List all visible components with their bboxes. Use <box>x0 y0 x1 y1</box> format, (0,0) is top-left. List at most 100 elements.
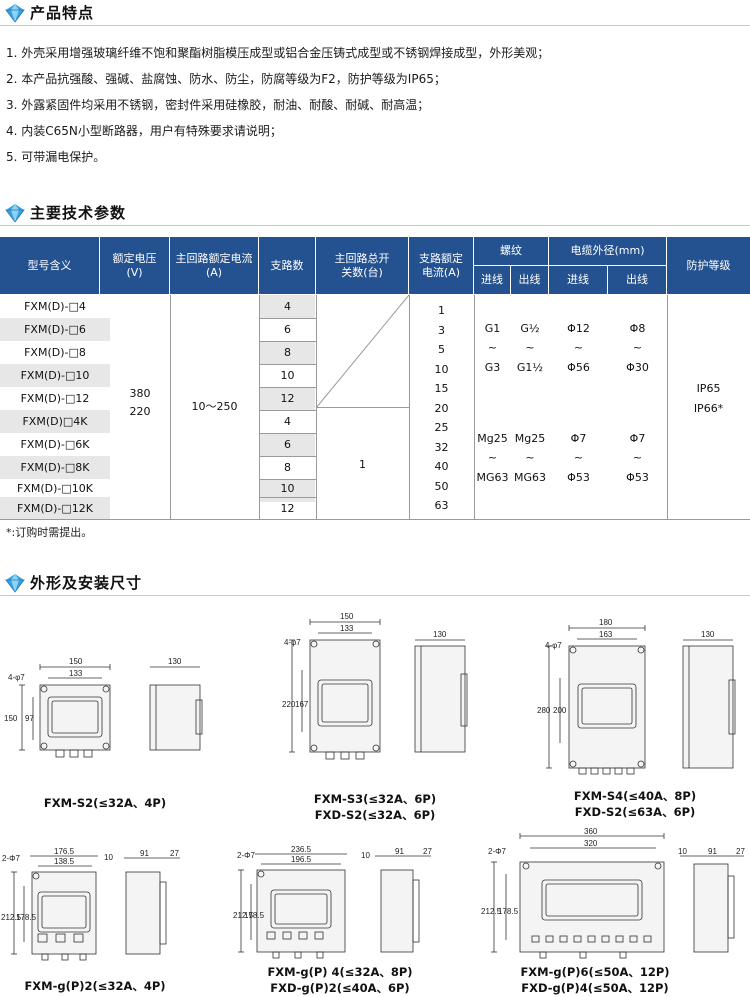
dim-side-b: 91 <box>708 847 717 856</box>
thread-out-cell: MG63 <box>513 470 546 484</box>
cable-in-cell: Φ56 <box>567 360 590 374</box>
dim-inner-height: 178.5 <box>244 911 265 920</box>
dim-height: 150 <box>4 714 18 723</box>
thread-out-cell: Mg25 <box>514 431 546 445</box>
dim-inner-height: 178.5 <box>16 913 37 922</box>
thread-in-cell: G1 <box>484 321 501 335</box>
dim-hole: 4-φ7 <box>8 673 25 682</box>
dim-height: 212.5 <box>1 913 22 922</box>
spec-table: 型号含义 额定电压 (V) 主回路额定电流 (A) 支路数 主回路总开 关数(台… <box>0 237 750 520</box>
dim-side-b: 91 <box>140 849 149 858</box>
protection-cell: IP65 <box>696 381 721 395</box>
branch-current-cell: 3 <box>438 323 445 337</box>
branches-cell: 4 <box>284 415 291 428</box>
cable-in-cell: Φ53 <box>567 470 590 484</box>
model-cell: FXM(D)-□10 <box>20 369 90 382</box>
branches-cell: 12 <box>280 392 295 405</box>
dim-side-a: 10 <box>678 847 687 856</box>
dim-inner-width: 196.5 <box>291 855 312 864</box>
dim-side-a: 10 <box>104 853 113 862</box>
dim-side-c: 27 <box>423 847 432 856</box>
thread-out-cell: G½ <box>520 321 540 335</box>
diamond-icon <box>5 574 25 593</box>
header-main-current: 主回路额定电流 (A) <box>170 237 259 295</box>
header-cable-out: 出线 <box>608 266 667 295</box>
thread-in-cell: G3 <box>484 360 501 374</box>
dim-height: 212.5 <box>481 907 502 916</box>
branches-cell: 4 <box>284 300 291 313</box>
header-thread: 螺纹 <box>474 237 549 266</box>
model-cell: FXM(D)-□12 <box>20 392 90 405</box>
branch-current-cell: 1 <box>438 303 445 317</box>
dim-height: 280 <box>537 706 551 715</box>
voltage-cell: 380 <box>129 386 151 400</box>
branch-current-cell: 15 <box>434 381 449 395</box>
dims-section-header: 外形及安装尺寸 <box>0 570 750 596</box>
branches-cell: 10 <box>280 369 295 382</box>
model-cell: FXM(D)-□6 <box>24 323 86 336</box>
dim-width: 180 <box>599 618 613 627</box>
dim-width: 360 <box>584 827 598 836</box>
dim-side-a: 10 <box>361 851 370 860</box>
drawing-fxm-gp4: 236.5 196.5 2-Φ7 212.5 178.5 10 91 27 <box>233 845 445 964</box>
diamond-icon <box>5 4 25 23</box>
features-title: 产品特点 <box>30 4 95 22</box>
features-list: 1. 外壳采用增强玻璃纤维不饱和聚酯树脂模压成型或铝合金压铸式成型或不锈钢焊接成… <box>6 40 746 170</box>
features-section-header: 产品特点 <box>0 0 750 26</box>
branch-current-cell: 5 <box>438 342 445 356</box>
thread-in-cell: ~ <box>487 450 498 464</box>
dim-width: 150 <box>69 657 83 666</box>
dim-side-c: 27 <box>170 849 179 858</box>
model-cell: FXM(D)-□8K <box>20 461 90 474</box>
branch-current-cell: 63 <box>434 498 449 512</box>
caption-d3: FXM-S4(≤40A、8P) FXD-S2(≤63A、6P) <box>573 789 697 819</box>
model-cell: FXM(D)-□6K <box>20 438 90 451</box>
cable-in-cell: Φ7 <box>570 431 587 445</box>
dim-inner-width: 133 <box>340 624 354 633</box>
header-thread-out: 出线 <box>511 266 549 295</box>
thread-in-cell: ~ <box>487 340 498 354</box>
drawing-fxm-s3: 150 133 4-φ7 220 167 130 <box>280 612 490 772</box>
dim-hole: 4-φ7 <box>284 638 301 647</box>
spec-section-header: 主要技术参数 <box>0 200 750 226</box>
header-cable: 电缆外径(mm) <box>549 237 667 266</box>
cable-in-cell: ~ <box>573 340 584 354</box>
branches-cell: 12 <box>280 501 295 515</box>
protection-cell: IP66* <box>693 401 724 415</box>
dim-inner-height: 200 <box>553 706 567 715</box>
dim-hole: 2-Φ7 <box>2 854 20 863</box>
drawing-fxm-gp2: 176.5 138.5 2-Φ7 212.5 178.5 10 91 27 <box>0 847 190 966</box>
dim-hole: 2-Φ7 <box>237 851 255 860</box>
main-current-cell: 10～250 <box>191 400 238 413</box>
caption-d4: FXM-g(P)2(≤32A、4P) <box>24 979 166 993</box>
dim-inner-width: 163 <box>599 630 613 639</box>
model-cell: FXM(D)-□10K <box>17 481 93 495</box>
branch-current-cell: 32 <box>434 440 449 454</box>
diamond-icon <box>5 204 25 223</box>
branches-cell: 8 <box>284 346 291 359</box>
dim-side: 130 <box>433 630 447 639</box>
thread-out-cell: ~ <box>525 450 535 464</box>
thread-out-cell: G1½ <box>516 360 544 374</box>
feature-item: 5. 可带漏电保护。 <box>6 150 106 164</box>
header-model: 型号含义 <box>0 237 100 295</box>
cable-out-cell: ~ <box>632 340 643 354</box>
thread-in-cell: MG63 <box>476 470 509 484</box>
cable-out-cell: Φ7 <box>629 431 646 445</box>
feature-item: 2. 本产品抗强酸、强碱、盐腐蚀、防水、防尘，防腐等级为F2，防护等级为IP65… <box>6 72 446 86</box>
dim-width: 236.5 <box>291 845 312 854</box>
header-cable-in: 进线 <box>549 266 608 295</box>
branch-current-cell: 10 <box>434 362 449 376</box>
cable-in-cell: ~ <box>573 450 584 464</box>
feature-item: 3. 外露紧固件均采用不锈钢，密封件采用硅橡胶，耐油、耐酸、耐碱、耐高温； <box>6 98 430 112</box>
header-branches: 支路数 <box>259 237 316 295</box>
cable-out-cell: Φ30 <box>626 360 649 374</box>
dim-width: 176.5 <box>54 847 75 856</box>
dim-height: 220 <box>282 700 296 709</box>
branches-cell: 10 <box>280 481 295 495</box>
model-cell: FXM(D)-□4 <box>24 300 86 313</box>
drawing-fxm-gp6: 360 320 2-Φ7 212.5 178.5 10 91 27 <box>480 827 748 964</box>
branch-current-cell: 40 <box>434 459 449 473</box>
branches-cell: 8 <box>284 461 291 474</box>
dim-inner-height: 178.5 <box>498 907 519 916</box>
